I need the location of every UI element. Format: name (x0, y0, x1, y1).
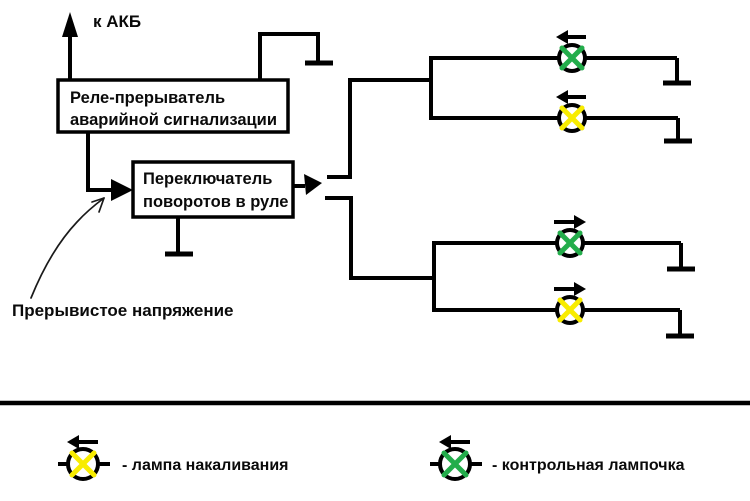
annotation (30, 197, 105, 299)
right-arrow-icon (574, 215, 586, 229)
relay-ground-branch (258, 32, 333, 80)
left-indicator-route (327, 56, 692, 179)
legend-incandescent-symbol (58, 435, 110, 481)
lamp-x (557, 230, 583, 256)
left-arrow-icon (67, 435, 79, 449)
switch-output-selector (293, 174, 322, 195)
right-bulb-lamp (554, 282, 586, 325)
lamp-x (559, 105, 585, 131)
right-indicator-route (325, 196, 695, 339)
relay-to-switch-wire (86, 132, 133, 201)
right-arrow-icon (574, 282, 586, 296)
legend-incandescent-label: - лампа накаливания (122, 457, 289, 474)
lower-route-wire (325, 196, 434, 280)
relay-box (56, 78, 290, 134)
switch-box-label-line1: Переключатель (143, 170, 272, 188)
left-control-lamp (556, 30, 587, 73)
annotation-label: Прерывистое напряжение (12, 301, 234, 320)
left-arrow-icon (439, 435, 451, 449)
right-arrow-icon (304, 174, 322, 195)
switch-box (131, 160, 295, 219)
up-arrow-icon (62, 12, 78, 37)
switch-ground (165, 217, 193, 257)
lamp-x (441, 450, 469, 478)
intermittent-voltage-wire (86, 132, 114, 192)
lamp-x (559, 45, 585, 71)
right-control-lamp (554, 215, 586, 258)
annotation-arrowhead (91, 197, 105, 213)
annotation-arrow (30, 197, 105, 299)
left-arrow-icon (556, 90, 568, 104)
relay-box-label-line2: аварийной сигнализации (70, 111, 277, 129)
lamp-x (557, 297, 583, 323)
battery-label: к АКБ (93, 12, 141, 31)
right-arrow-icon (111, 179, 133, 201)
battery-feed-wire (62, 12, 78, 80)
upper-route-wire (327, 78, 431, 179)
relay-ground-wire (258, 32, 320, 80)
switch-box-label-line2: поворотов в руле (143, 193, 288, 211)
left-arrow-icon (556, 30, 568, 44)
relay-box-label-line1: Реле-прерыватель (70, 89, 225, 107)
lamp-x (69, 450, 97, 478)
legend-control-symbol (430, 435, 482, 481)
legend-control-label: - контрольная лампочка (492, 457, 685, 474)
left-bulb-lamp (556, 90, 587, 133)
